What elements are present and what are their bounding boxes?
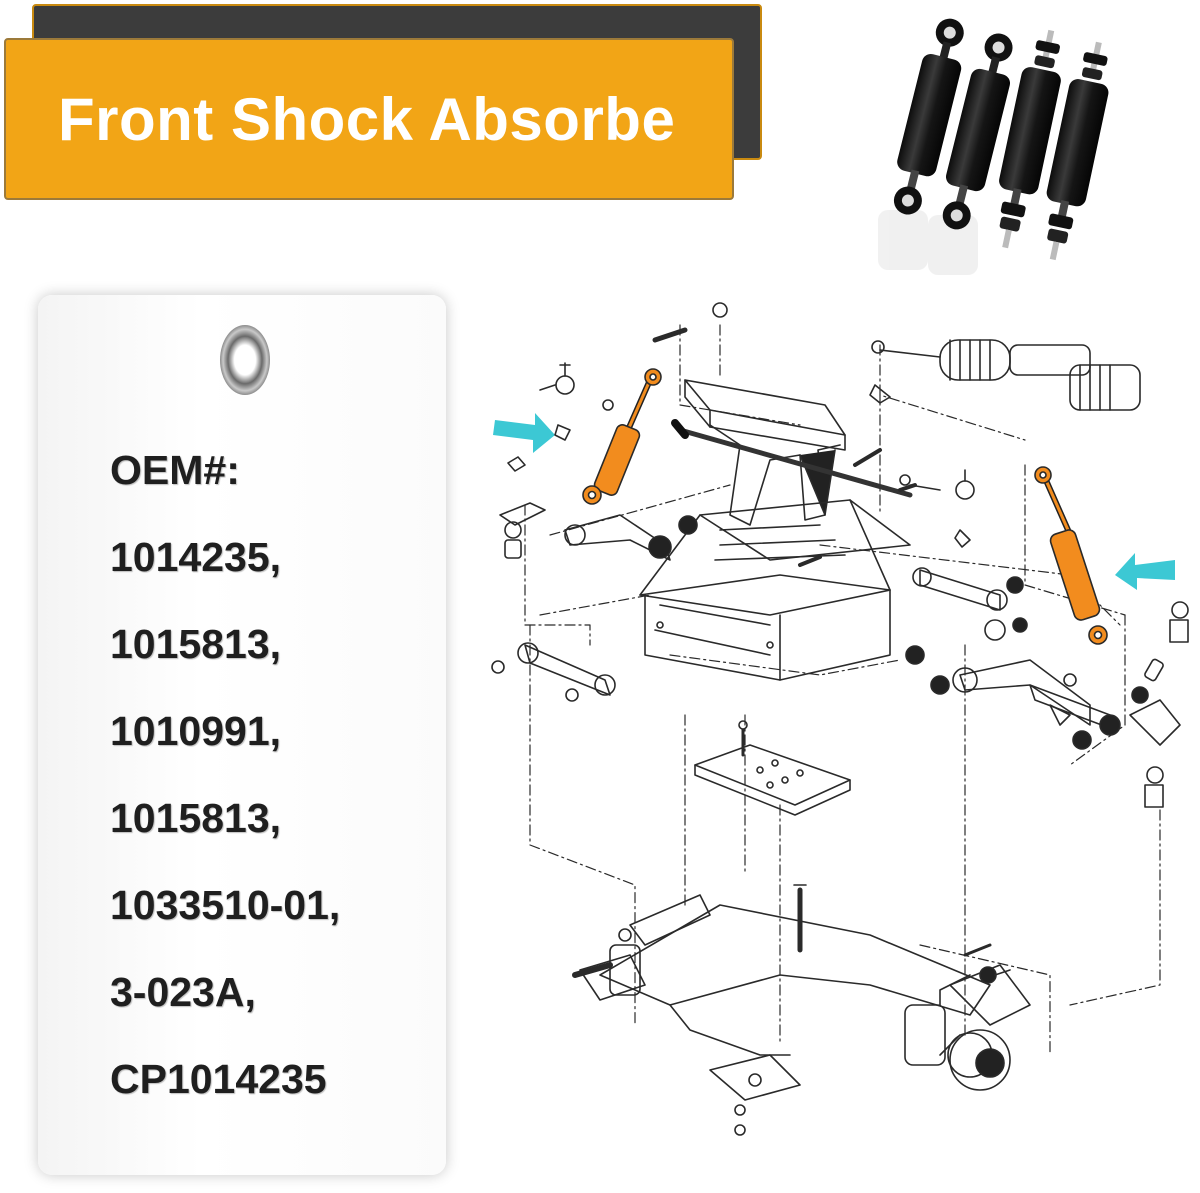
oem-tag: OEM#: 1014235, 1015813, 1010991, 1015813… <box>38 295 446 1175</box>
oem-number: 1010991, <box>110 708 282 754</box>
shock-absorber-photo <box>878 18 1109 275</box>
front-axle-beam <box>572 894 1031 1136</box>
oem-number: 1015813, <box>110 621 282 667</box>
left-shock-absorber-highlighted <box>582 368 662 505</box>
oem-number: 3-023A, <box>110 969 256 1015</box>
shock-3 <box>999 29 1061 249</box>
oem-label: OEM#: <box>110 447 240 493</box>
oem-number: 1015813, <box>110 795 282 841</box>
oem-number: CP1014235 <box>110 1056 327 1102</box>
banner-title: Front Shock Absorbe <box>58 85 676 153</box>
oem-number: 1014235, <box>110 534 282 580</box>
right-shock-absorber-highlighted <box>1034 466 1108 645</box>
pointer-arrow-icon <box>493 413 1175 590</box>
left-ball-joint <box>499 362 614 559</box>
frame-bracket <box>671 379 913 526</box>
assembly-guide-lines <box>524 324 1161 1056</box>
oem-number-list: OEM#: 1014235, 1015813, 1010991, 1015813… <box>110 427 340 1123</box>
lower-control-arm-left <box>491 514 698 702</box>
shock-4 <box>1046 41 1109 261</box>
mounting-tray <box>639 499 911 681</box>
tag-eyelet-icon <box>220 325 270 395</box>
oem-number: 1033510-01, <box>110 882 341 928</box>
shock-1 <box>893 18 964 215</box>
lower-control-arm-right <box>905 469 1189 808</box>
front-suspension-exploded-diagram <box>491 302 1189 1136</box>
steering-rack <box>869 339 1141 411</box>
title-banner: Front Shock Absorbe <box>4 38 734 200</box>
shock-2 <box>942 33 1013 230</box>
center-plate <box>694 720 851 953</box>
hardware-bolts <box>652 302 1077 957</box>
